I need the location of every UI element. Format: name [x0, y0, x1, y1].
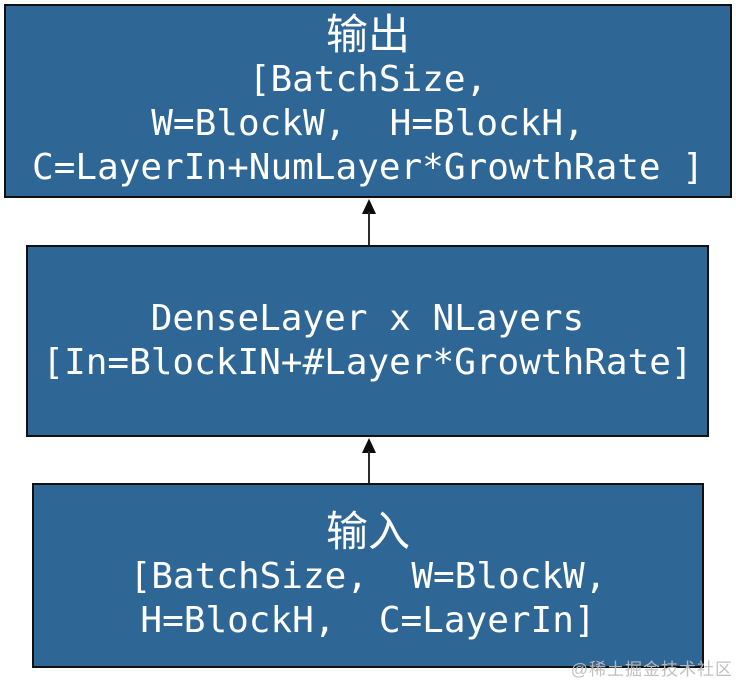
input-block: 输入 [BatchSize, W=BlockW, H=BlockH, C=Lay…: [32, 483, 704, 668]
output-block-line: W=BlockW, H=BlockH,: [151, 103, 585, 144]
input-block-line: H=BlockH, C=LayerIn]: [140, 599, 596, 641]
output-block-line: [BatchSize,: [248, 59, 488, 100]
arrowhead-icon: [362, 438, 376, 453]
input-block-line: [BatchSize, W=BlockW,: [129, 555, 607, 597]
watermark: @稀土掘金技术社区: [570, 660, 733, 679]
dense-layers-block: DenseLayer x NLayers [In=BlockIN+#Layer*…: [26, 245, 709, 437]
dense-layers-block-line: DenseLayer x NLayers: [150, 298, 585, 339]
arrow-shaft: [368, 212, 370, 245]
arrowhead-icon: [362, 199, 376, 214]
arrow-up-icon: [361, 438, 377, 483]
output-block: 输出 [BatchSize, W=BlockW, H=BlockH, C=Lay…: [4, 4, 732, 198]
output-block-title: 输出: [325, 10, 410, 59]
input-block-title: 输入: [325, 506, 410, 556]
output-block-line: C=LayerIn+NumLayer*GrowthRate ]: [32, 147, 704, 188]
dense-layers-block-line: [In=BlockIN+#Layer*GrowthRate]: [42, 342, 693, 383]
arrow-shaft: [368, 451, 370, 483]
arrow-up-icon: [361, 199, 377, 245]
